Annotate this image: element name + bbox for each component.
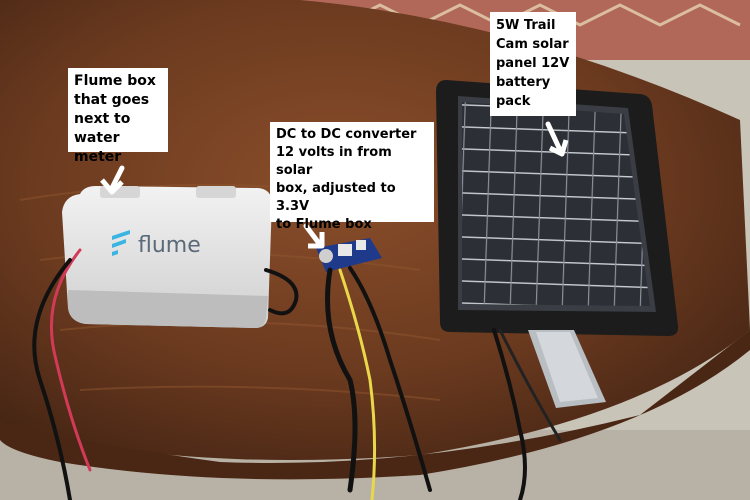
caption-line: DC to DC converter xyxy=(276,127,417,142)
solar-panel-caption: 5W Trail Cam solar panel 12V battery pac… xyxy=(490,12,576,116)
dc-converter-caption: DC to DC converter 12 volts in from sola… xyxy=(270,122,434,232)
flume-logo-icon xyxy=(112,230,130,256)
dc-dc-converter xyxy=(316,238,382,272)
table-edge xyxy=(0,330,750,480)
arrow-icon-flume xyxy=(100,165,125,195)
caption-line: panel 12V xyxy=(496,56,570,71)
caption-line: battery xyxy=(496,75,551,90)
arrow-icon-converter xyxy=(303,223,325,249)
flume-box-caption: Flume box that goes next to water meter xyxy=(68,68,168,165)
flume-box: flume xyxy=(62,186,272,328)
caption-line: next to xyxy=(74,111,131,127)
arrow-icon-solar xyxy=(545,121,569,157)
wires xyxy=(32,248,562,500)
solar-panel xyxy=(436,80,679,408)
caption-line: box, adjusted to 3.3V xyxy=(276,181,396,214)
caption-line: 5W Trail xyxy=(496,18,556,33)
caption-line: Flume box xyxy=(74,73,156,89)
flume-brand-text: flume xyxy=(138,233,201,258)
caption-line: water meter xyxy=(74,130,122,165)
caption-line: 12 volts in from solar xyxy=(276,145,392,178)
caption-line: that goes xyxy=(74,92,150,108)
caption-line: pack xyxy=(496,94,531,109)
caption-line: to Flume box xyxy=(276,217,372,232)
caption-line: Cam solar xyxy=(496,37,569,52)
